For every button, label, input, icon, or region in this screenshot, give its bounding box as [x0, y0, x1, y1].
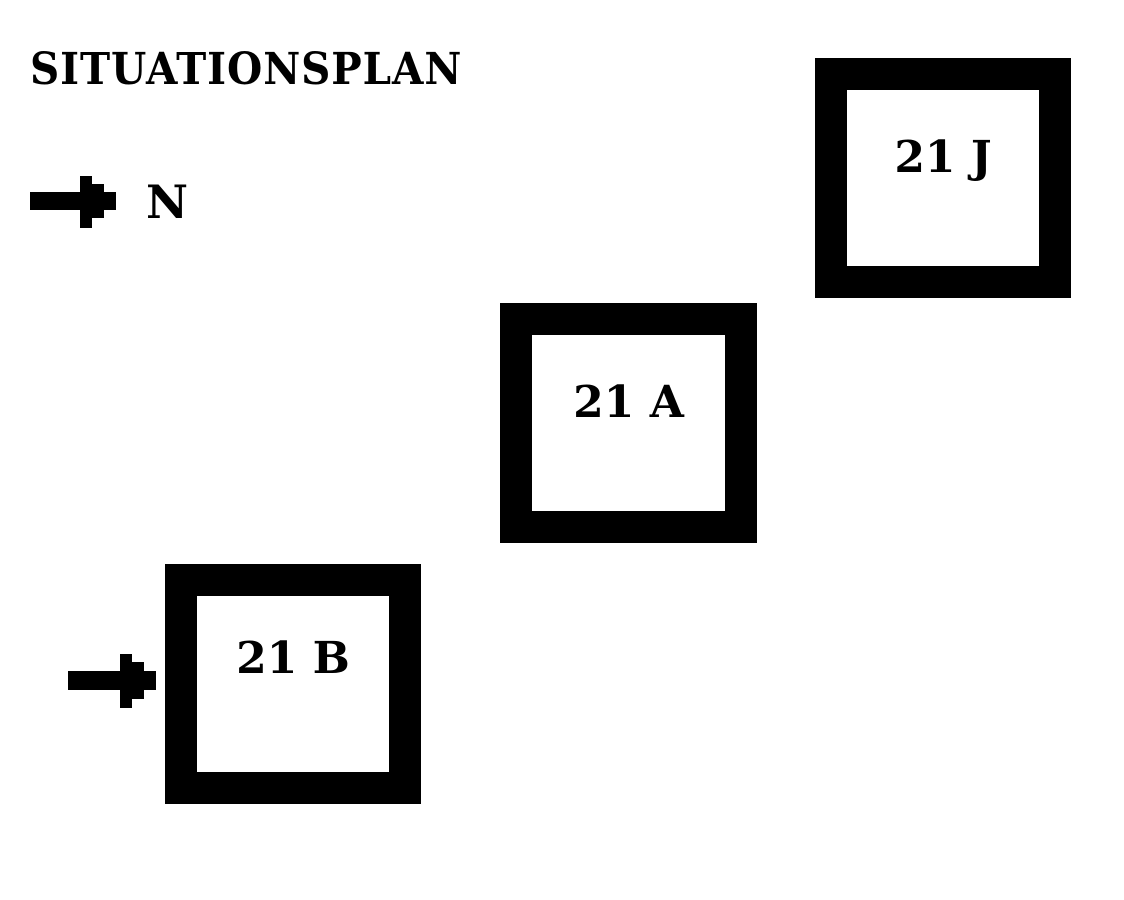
north-label: N	[146, 175, 189, 229]
north-indicator: N	[30, 176, 188, 228]
building-label: 21 J	[894, 132, 992, 183]
building-label: 21 B	[236, 633, 350, 684]
building-label: 21 A	[573, 377, 684, 428]
building-21a: 21 A	[500, 303, 757, 543]
building-21j: 21 J	[815, 58, 1071, 298]
north-arrow-icon	[30, 176, 116, 228]
building-21b: 21 B	[165, 564, 421, 804]
entrance-arrow-icon	[68, 654, 156, 708]
plan-title: SITUATIONSPLAN	[30, 44, 463, 95]
